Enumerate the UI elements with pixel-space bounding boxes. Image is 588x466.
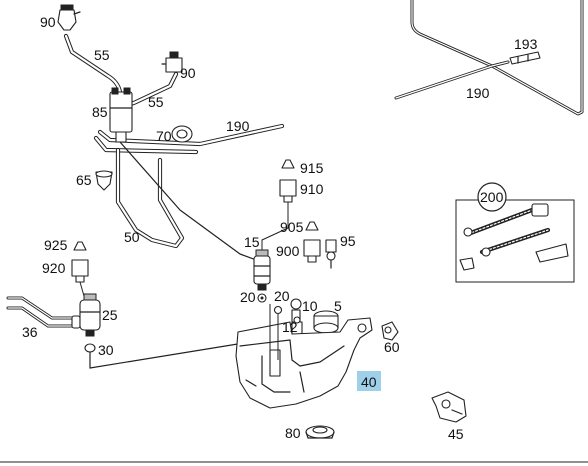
connector-915 — [281, 159, 295, 169]
label-10: 10 — [302, 298, 318, 314]
sensor-95 — [325, 239, 337, 269]
pipe-190-right — [394, 0, 584, 116]
label-36: 36 — [22, 324, 38, 340]
label-15: 15 — [244, 234, 260, 250]
connector-900 — [303, 239, 321, 263]
label-95: 95 — [340, 233, 356, 249]
grommet-80 — [305, 425, 335, 439]
bracket-45 — [431, 391, 467, 423]
label-900: 900 — [276, 243, 300, 259]
pipe-36 — [6, 296, 81, 329]
hose-190-main — [93, 123, 285, 155]
label-40: 40 — [361, 374, 377, 390]
label-193: 193 — [514, 36, 538, 52]
label-55-top: 55 — [94, 47, 110, 63]
pump-15 — [253, 249, 271, 291]
label-905: 905 — [280, 219, 304, 235]
label-90-top-left: 90 — [40, 14, 56, 30]
label-20-right: 20 — [274, 288, 290, 304]
connector-925 — [73, 241, 87, 251]
nozzle-90-right — [161, 51, 183, 73]
label-90-top-right: 90 — [180, 65, 196, 81]
valve-85 — [109, 87, 133, 143]
grommet-60 — [381, 321, 399, 341]
label-925: 925 — [44, 237, 68, 253]
label-200: 200 — [480, 189, 504, 205]
grommet-30 — [84, 341, 251, 369]
label-65: 65 — [76, 172, 92, 188]
nozzle-90-left — [57, 4, 81, 31]
label-80: 80 — [285, 425, 301, 441]
label-25: 25 — [102, 307, 118, 323]
connector-910 — [279, 179, 297, 203]
label-50: 50 — [124, 229, 140, 245]
label-55-middle: 55 — [148, 94, 164, 110]
grommet-70 — [171, 125, 193, 143]
label-910: 910 — [300, 181, 324, 197]
connector-193 — [509, 51, 541, 65]
hose-to-pump-15 — [119, 141, 263, 263]
hose-50 — [115, 147, 185, 249]
connector-905 — [305, 221, 319, 231]
repair-kit-200 — [455, 182, 575, 283]
label-915: 915 — [300, 160, 324, 176]
clip-65 — [95, 170, 113, 191]
label-60: 60 — [384, 339, 400, 355]
label-85: 85 — [92, 104, 108, 120]
seal-20-left — [257, 293, 267, 303]
highlight-40 — [357, 371, 381, 391]
seal-20-right — [273, 305, 283, 315]
connector-920 — [71, 259, 89, 283]
label-45: 45 — [448, 426, 464, 442]
label-5: 5 — [334, 298, 342, 314]
pump-25 — [79, 293, 101, 337]
label-190-right: 190 — [466, 85, 490, 101]
label-30: 30 — [98, 342, 114, 358]
reservoir-40 — [235, 317, 373, 409]
label-20-left: 20 — [240, 289, 256, 305]
label-190-left: 190 — [226, 118, 250, 134]
label-12: 12 — [282, 319, 298, 335]
label-920: 920 — [42, 260, 66, 276]
cap-5 — [313, 310, 339, 334]
label-70: 70 — [156, 128, 172, 144]
